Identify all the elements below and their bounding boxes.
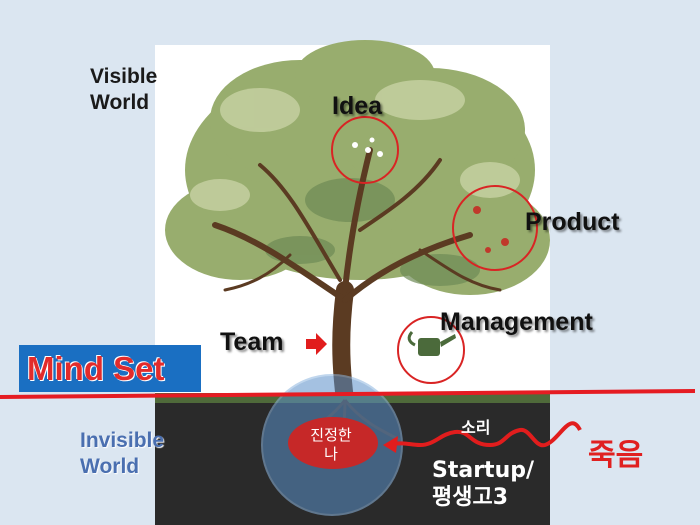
sound-arrowhead-icon (383, 436, 398, 453)
tree-canopy-dark (265, 178, 480, 286)
team-label: Team (220, 328, 284, 356)
idea-flowers (352, 137, 383, 157)
product-label: Product (525, 208, 620, 236)
true-self-label: 진정한 나 (310, 426, 352, 463)
invisible-world-label: Invisible World (80, 429, 165, 478)
sound-wave-line (391, 421, 582, 448)
startup-label: Startup/ 평생고3 (432, 458, 535, 510)
sound-label: 소리 (461, 418, 491, 437)
watering-can-icon (407, 331, 456, 356)
death-label: 죽음 (588, 438, 644, 473)
mind-set-banner: Mind Set (19, 345, 201, 392)
idea-highlight-circle (331, 116, 399, 184)
visible-world-label: Visible World (90, 65, 158, 114)
product-highlight-circle (452, 185, 538, 271)
true-self-core (288, 417, 378, 469)
team-arrow-icon (306, 333, 327, 355)
management-highlight-circle (397, 316, 465, 384)
management-label: Management (440, 308, 593, 336)
tree-canopy-shade (190, 80, 520, 211)
product-fruits (473, 206, 509, 253)
mind-set-divider-line (0, 389, 696, 399)
idea-label: Idea (332, 92, 383, 120)
